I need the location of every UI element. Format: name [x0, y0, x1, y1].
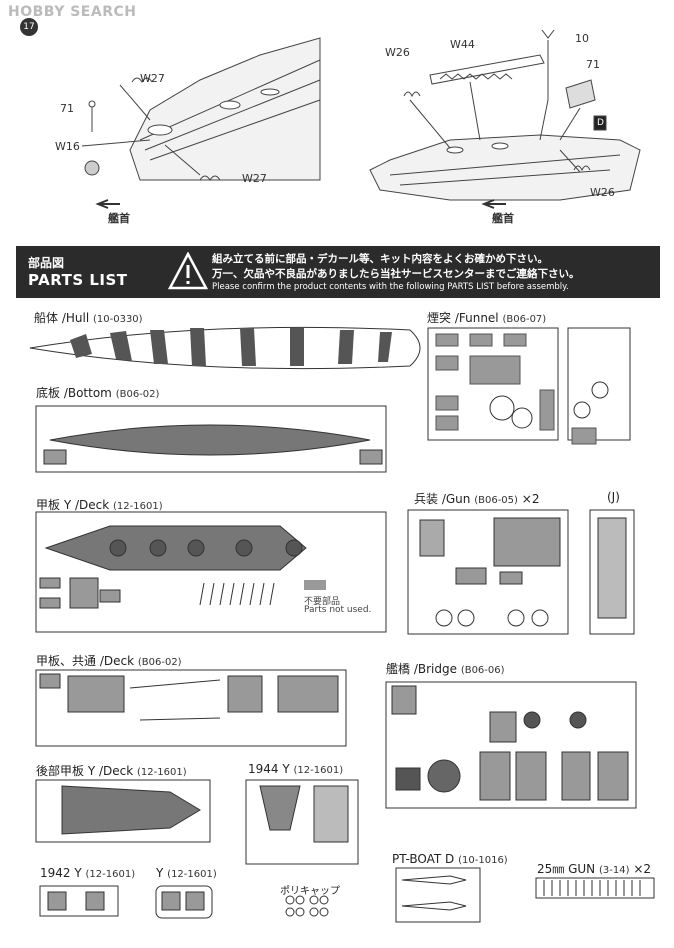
polycaps: [285, 895, 329, 917]
ref-w26-bottom: W26: [590, 186, 615, 199]
deck-y-sprue: [35, 511, 387, 633]
ref-w27-top: W27: [140, 72, 165, 85]
parts-drawings: [29, 326, 655, 923]
site-logo: HOBBY SEARCH: [8, 4, 137, 20]
bottom-sprue: [35, 405, 387, 473]
y-sprue: [155, 885, 213, 919]
warning-text-jp-1: 組み立てる前に部品・デカール等、キット内容をよくお確かめ下さい。: [212, 253, 548, 265]
page-number: 17: [20, 18, 38, 36]
section-bridge-title: 艦橋 /Bridge (B06-06): [386, 662, 505, 676]
ref-w16: W16: [55, 140, 80, 153]
ref-w44: W44: [450, 38, 475, 51]
right-bow-arrow: [481, 199, 506, 209]
section-funnel-title: 煙突 /Funnel (B06-07): [427, 311, 547, 325]
warning-text-jp-2: 万一、欠品や不良品がありましたら当社サービスセンターまでご連絡下さい。: [212, 268, 580, 280]
deck-common-sprue: [35, 669, 347, 747]
section-gun-title: 兵装 /Gun (B06-05) ×2: [414, 492, 540, 506]
left-bow-hull: [129, 37, 321, 181]
section-polycap-title: ポリキャップ: [280, 886, 340, 897]
section-rear-deck-title: 後部甲板 Y /Deck (12-1601): [36, 764, 187, 778]
section-deck-y-title: 甲板 Y /Deck (12-1601): [36, 498, 163, 512]
section-ptboat-title: PT-BOAT D (10-1016): [392, 852, 508, 866]
ref-10: 10: [575, 32, 589, 45]
y1942-sprue: [39, 885, 119, 917]
not-needed-jp: 不要部品: [304, 597, 341, 607]
section-gun25-title: 25㎜ GUN (3-14) ×2: [537, 862, 652, 876]
section-1944y-title: 1944 Y (12-1601): [248, 762, 344, 776]
right-bow-hull: [369, 134, 641, 201]
ref-71: 71: [60, 102, 74, 115]
not-needed-swatch: [304, 580, 326, 590]
y1944-sprue: [245, 779, 359, 865]
ref-71-right: 71: [586, 58, 600, 71]
left-leader-lines: [81, 84, 201, 176]
assembly-diagrams: [81, 29, 641, 209]
section-deck-common-title: 甲板、共通 /Deck (B06-02): [36, 654, 182, 668]
section-bottom-title: 底板 /Bottom (B06-02): [36, 386, 160, 400]
ptboat-sprue: [395, 867, 481, 923]
bow-label-left: 艦首: [108, 212, 130, 225]
ref-d: D: [597, 118, 604, 128]
warning-icon: [168, 252, 208, 290]
warning-text-en: Please confirm the product contents with…: [212, 282, 569, 292]
left-part-pins: [84, 77, 221, 181]
section-j-title: (J): [607, 490, 620, 504]
bow-label-right: 艦首: [492, 212, 514, 225]
left-bow-arrow: [95, 199, 120, 209]
gun25-sprue: [535, 877, 655, 899]
section-1942y-title: 1942 Y (12-1601): [40, 866, 136, 880]
parts-list-banner: 部品図 PARTS LIST 組み立てる前に部品・デカール等、キット内容をよくお…: [16, 246, 660, 298]
rear-deck-sprue: [35, 779, 211, 843]
crane-part: [403, 29, 607, 172]
ref-w27-bottom: W27: [242, 172, 267, 185]
right-leader-lines: [409, 81, 581, 173]
gun-sprue: [407, 509, 635, 635]
hull-part: [29, 326, 421, 370]
section-hull-title: 船体 /Hull (10-0330): [34, 311, 143, 325]
banner-title-jp: 部品図: [28, 256, 65, 270]
section-y-title: Y (12-1601): [156, 866, 217, 880]
banner-title-en: PARTS LIST: [28, 271, 128, 289]
bridge-sprue: [385, 681, 637, 809]
not-needed-en: Parts not used.: [304, 605, 372, 615]
funnel-sprue: [427, 327, 631, 445]
ref-w26-top: W26: [385, 46, 410, 59]
